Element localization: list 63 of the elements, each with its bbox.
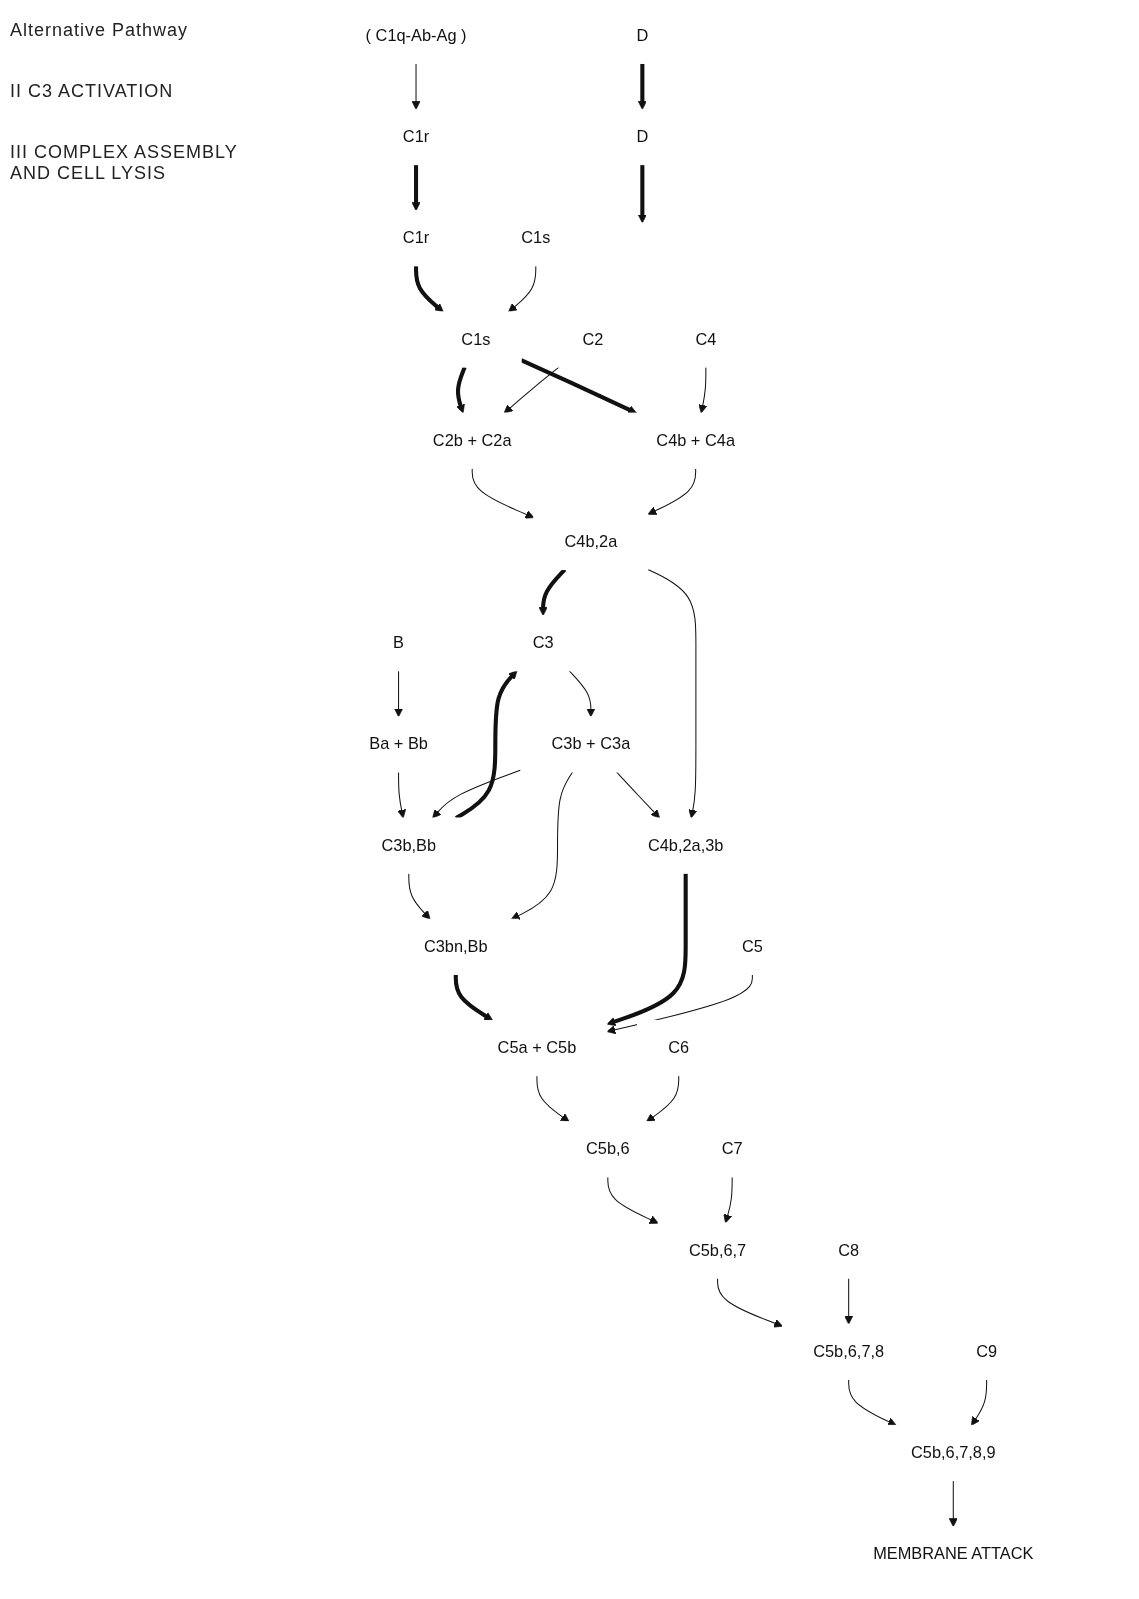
node-text: C2b + C2a <box>432 431 512 449</box>
node-text: B <box>393 633 405 652</box>
node-text: C7 <box>721 1140 743 1158</box>
arrow <box>411 62 421 110</box>
arrow <box>503 366 560 414</box>
node-text: C5b,6,7,8 <box>813 1342 885 1360</box>
node-text: C9 <box>976 1342 998 1360</box>
arrow <box>397 771 406 819</box>
node-text: C5b,6,7 <box>688 1241 747 1259</box>
arrow <box>948 1480 958 1527</box>
arrow <box>647 467 697 515</box>
arrow <box>394 670 404 718</box>
node-text: C2 <box>582 330 604 348</box>
node-text: C5b,6 <box>586 1140 630 1158</box>
arrow <box>616 771 660 819</box>
arrow <box>455 366 467 414</box>
arrow <box>411 164 421 212</box>
node-text: C3b + C3a <box>551 735 631 753</box>
node-text: C5a + C5b <box>497 1038 577 1057</box>
node-text: C4b,2a,3b <box>647 836 724 854</box>
arrow <box>606 873 688 1026</box>
arrow <box>723 1176 733 1224</box>
node-text: ( C1q-Ab-Ag ) <box>365 26 467 44</box>
arrow <box>637 164 647 224</box>
node-text: Ba + Bb <box>369 735 428 753</box>
arrow <box>414 265 444 313</box>
arrow <box>647 568 698 819</box>
node-text: C8 <box>838 1241 860 1259</box>
node-text: MEMBRANE ATTACK <box>873 1545 1034 1563</box>
node-text: C1r <box>402 229 430 247</box>
node-text: C1s <box>521 229 551 247</box>
arrow <box>637 63 647 110</box>
arrow <box>536 1075 570 1123</box>
node-text: C1s <box>461 330 491 348</box>
arrow <box>646 1075 680 1123</box>
node-text: D <box>636 26 649 44</box>
arrow <box>538 568 567 616</box>
arrow <box>717 1277 783 1328</box>
node-text: C1r <box>402 127 430 146</box>
arrow <box>432 769 522 819</box>
arrow <box>508 265 537 313</box>
arrow <box>408 872 431 920</box>
node-text: C3bn,Bb <box>423 937 488 956</box>
arrow <box>607 1176 659 1224</box>
node-text: C5 <box>741 937 763 956</box>
arrow <box>453 974 494 1021</box>
node-text: C5b,6,7,8,9 <box>910 1443 996 1462</box>
arrow <box>698 366 708 414</box>
node-text: C4 <box>695 330 717 348</box>
arrow <box>568 670 596 718</box>
node-text: C4b,2a <box>564 532 618 551</box>
arrow <box>844 1277 854 1325</box>
arrow <box>454 670 518 820</box>
node-text: C3 <box>532 633 554 652</box>
arrow <box>510 771 574 920</box>
arrow <box>848 1378 897 1426</box>
node-text: D <box>636 127 649 146</box>
section-label: Alternative Pathway <box>10 20 190 41</box>
section-label: II C3 ACTIVATION <box>10 81 175 102</box>
node-text: C3b,Bb <box>381 836 437 854</box>
section-label: III COMPLEX ASSEMBLY AND CELL LYSIS <box>10 142 239 184</box>
node-text: C4b + C4a <box>656 431 735 449</box>
arrow <box>971 1378 988 1426</box>
